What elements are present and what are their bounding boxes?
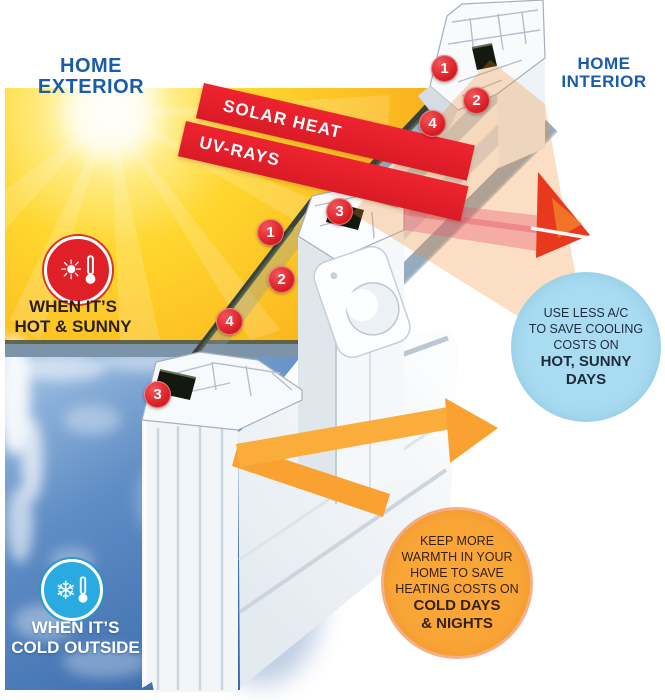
window-sill-profile <box>141 351 303 692</box>
marker-3-bottom: 3 <box>144 381 171 408</box>
marker-4-upper: 4 <box>419 110 446 137</box>
cooling-line2: TO SAVE COOLING <box>528 322 644 336</box>
home-interior-line1: HOME <box>577 54 631 73</box>
heating-savings-bubble: KEEP MORE WARMTH IN YOUR HOME TO SAVE HE… <box>384 510 530 656</box>
home-interior-label: HOME INTERIOR <box>548 55 660 91</box>
home-exterior-label: HOME EXTERIOR <box>26 56 156 98</box>
marker-1-upper: 1 <box>431 55 458 82</box>
sun-thermometer-icon: ☀ <box>58 254 84 286</box>
sash-lock-handle <box>313 245 411 359</box>
cold-outside-caption: WHEN IT’S COLD OUTSIDE <box>3 618 148 658</box>
cooling-savings-bubble: USE LESS A/C TO SAVE COOLING COSTS ON HO… <box>511 272 661 422</box>
cooling-bold2: DAYS <box>565 371 607 388</box>
window-head-profile <box>418 0 546 168</box>
heating-line1: KEEP MORE <box>419 534 495 548</box>
heating-line2: WARMTH IN YOUR <box>401 550 513 564</box>
heating-bold2: & NIGHTS <box>421 615 493 632</box>
heating-line3: HOME TO SAVE <box>410 566 504 580</box>
cold-caption-line1: WHEN IT’S <box>31 618 120 637</box>
sill-profile-ridges <box>156 424 224 690</box>
hot-caption-line1: WHEN IT’S <box>29 297 117 316</box>
marker-4-lower: 4 <box>216 308 243 335</box>
glass-spacer-top <box>472 44 497 70</box>
cooling-line3: COSTS ON <box>553 338 619 352</box>
marker-2-upper: 2 <box>463 87 490 114</box>
cooling-line1: USE LESS A/C <box>543 306 629 320</box>
marker-2-lower: 2 <box>268 266 295 293</box>
cold-caption-line2: COLD OUTSIDE <box>11 638 140 657</box>
marker-1-lower: 1 <box>257 219 284 246</box>
heating-line4: HEATING COSTS ON <box>395 582 519 596</box>
bounce-arrow-orange <box>232 398 498 517</box>
thermometer-icon <box>78 576 88 603</box>
head-profile-chambers <box>447 9 541 97</box>
cold-outside-badge: ❄ <box>41 559 103 621</box>
home-exterior-line2: EXTERIOR <box>37 76 145 98</box>
marker-3-middle: 3 <box>326 198 353 225</box>
home-exterior-line1: HOME <box>60 55 122 77</box>
snowflake-thermometer-icon: ❄ <box>55 575 76 605</box>
cooling-bold1: HOT, SUNNY <box>540 353 632 370</box>
hot-sunny-caption: WHEN IT’S HOT & SUNNY <box>8 297 138 337</box>
thermometer-icon <box>85 255 96 284</box>
heating-bold1: COLD DAYS <box>413 597 501 614</box>
home-interior-line2: INTERIOR <box>561 71 647 91</box>
hot-sunny-badge: ☀ <box>44 236 112 304</box>
hot-caption-line2: HOT & SUNNY <box>14 317 132 336</box>
